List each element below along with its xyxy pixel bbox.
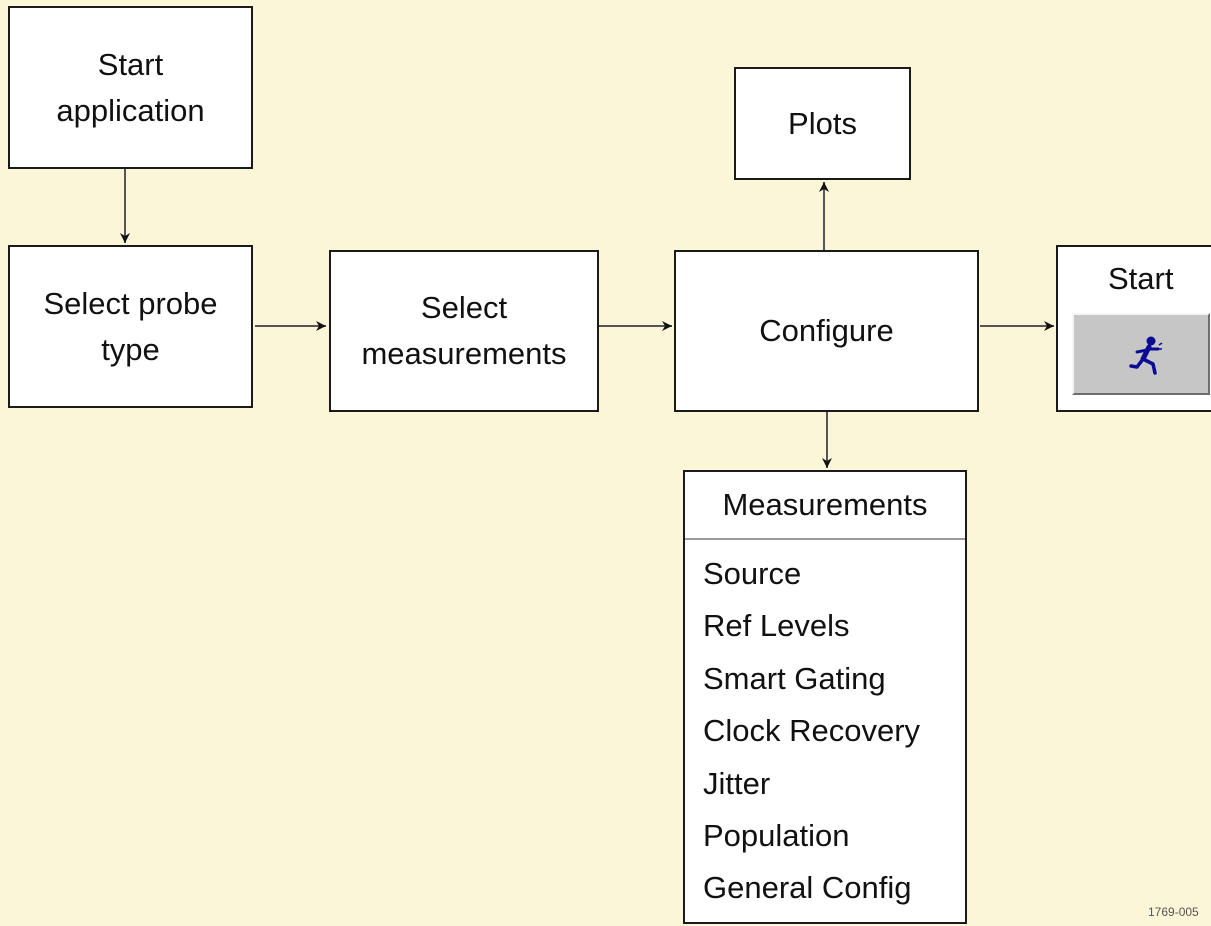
measurements-list: Source Ref Levels Smart Gating Clock Rec… [703,552,920,919]
configure-label: Configure [759,313,894,348]
configure-box: Configure [674,250,979,412]
select-probe-type-line-2: type [101,331,160,367]
figure-id: 1769-005 [1148,905,1199,919]
start-box: Start [1056,245,1211,412]
select-probe-type-box: Select probe type [8,245,253,408]
select-measurements-line-1: Select [420,290,508,325]
start-run-button[interactable] [1072,313,1210,395]
select-probe-type-line-1: Select probe [43,285,218,321]
select-measurements-box: Select measurements [329,250,599,412]
measurements-panel: Measurements Source Ref Levels Smart Gat… [683,470,967,924]
running-man-icon [1129,336,1163,375]
measurement-item-ref-levels: Ref Levels [703,608,850,644]
measurement-item-source: Source [703,556,802,591]
measurement-item-smart-gating: Smart Gating [703,660,886,696]
measurement-item-general-config: General Config [703,870,912,906]
measurements-panel-title: Measurements [685,472,965,540]
measurement-item-clock-recovery: Clock Recovery [703,713,921,749]
start-application-line-2: application [56,92,205,128]
start-application-box: Start application [8,6,253,169]
start-label: Start [1108,261,1174,296]
start-application-line-1: Start [97,46,164,82]
plots-label: Plots [788,105,857,141]
measurement-item-population: Population [703,817,850,853]
measurement-item-jitter: Jitter [703,765,771,801]
plots-box: Plots [734,67,911,180]
select-measurements-line-2: measurements [361,336,567,371]
